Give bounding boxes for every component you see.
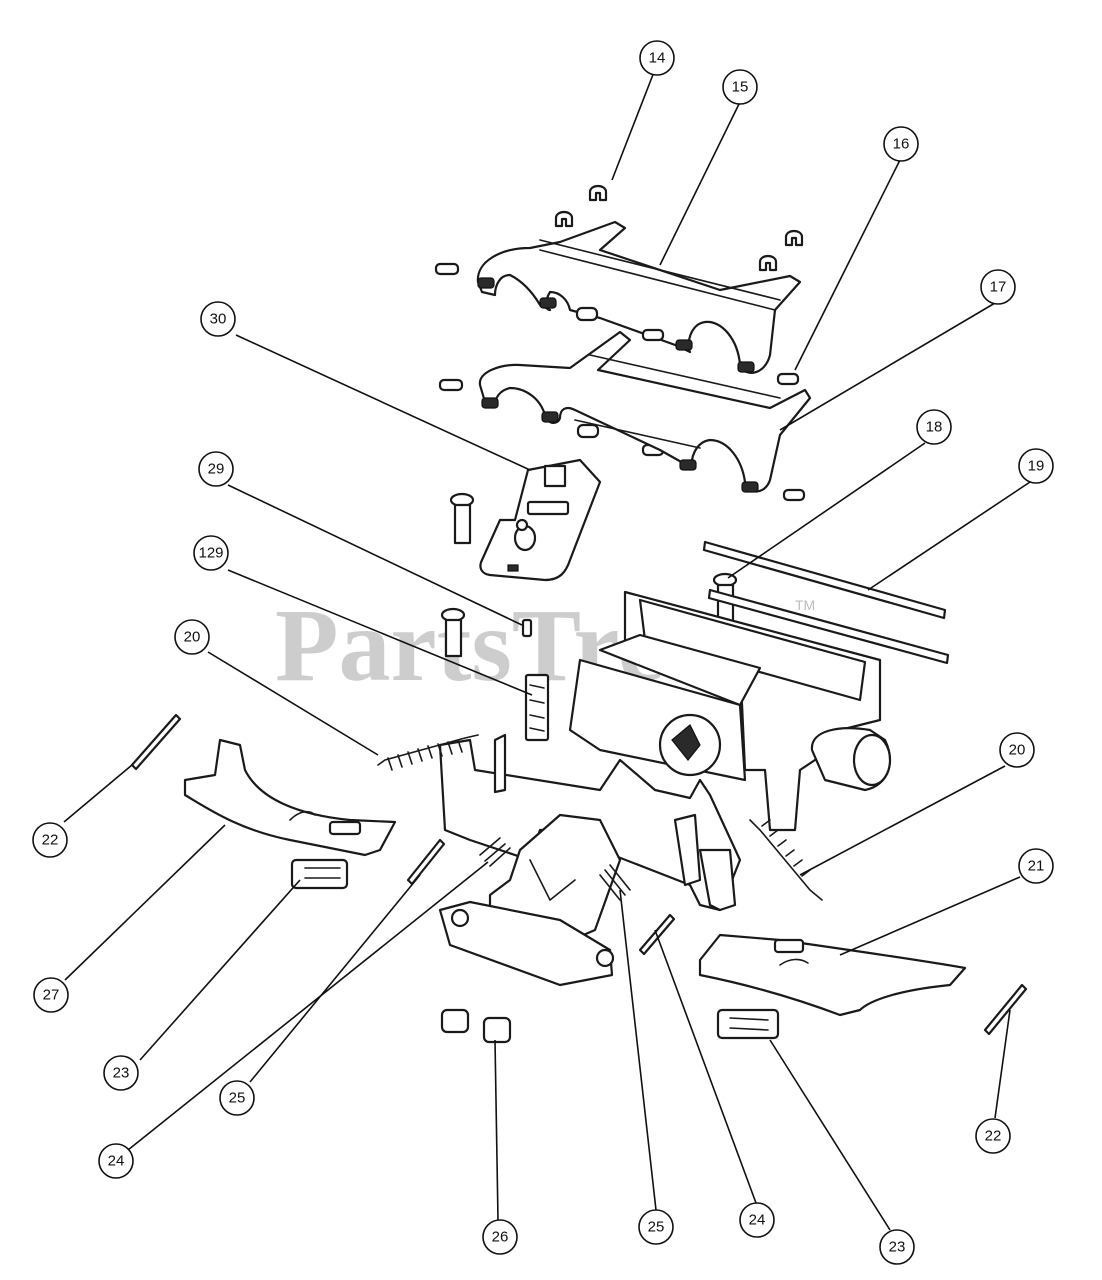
part-29 — [521, 618, 533, 638]
part-17-lower-yoke — [478, 330, 812, 493]
part-21-right-pedal — [698, 933, 967, 1040]
callout-129: 129 — [193, 535, 229, 571]
svg-text:26: 26 — [492, 1229, 509, 1246]
center-block — [438, 813, 622, 987]
springs-vertical — [440, 492, 738, 658]
callout-19: 19 — [1018, 448, 1054, 484]
svg-text:25: 25 — [648, 1219, 665, 1236]
svg-text:23: 23 — [113, 1065, 130, 1082]
part-14-clips — [554, 184, 804, 272]
svg-text:23: 23 — [889, 1239, 906, 1256]
svg-text:30: 30 — [210, 311, 227, 328]
callout-25-left: 25 — [219, 1080, 255, 1116]
part-15-upper-yoke — [476, 220, 802, 374]
callout-27: 27 — [33, 977, 69, 1013]
part-19-shafts — [702, 540, 950, 665]
callout-16: 16 — [883, 126, 919, 162]
part-30-cover-plate — [479, 458, 602, 582]
svg-text:19: 19 — [1028, 458, 1045, 475]
callout-23-left: 23 — [103, 1055, 139, 1091]
svg-text:24: 24 — [749, 1212, 766, 1229]
callout-29: 29 — [198, 451, 234, 487]
callout-22-left: 22 — [32, 822, 68, 858]
small-pins — [434, 262, 806, 502]
svg-text:20: 20 — [184, 629, 201, 646]
svg-text:15: 15 — [732, 79, 749, 96]
svg-text:18: 18 — [926, 419, 943, 436]
callout-24-left: 24 — [98, 1143, 134, 1179]
svg-text:27: 27 — [43, 987, 60, 1004]
callout-26: 26 — [482, 1219, 518, 1255]
svg-text:20: 20 — [1009, 742, 1026, 759]
svg-text:16: 16 — [893, 136, 910, 153]
callout-25-right: 25 — [638, 1209, 674, 1245]
svg-text:22: 22 — [42, 832, 59, 849]
callout-14: 14 — [639, 40, 675, 76]
callout-30: 30 — [200, 301, 236, 337]
watermark-trademark: TM — [795, 597, 815, 613]
callout-18: 18 — [916, 409, 952, 445]
svg-text:24: 24 — [108, 1153, 125, 1170]
svg-text:129: 129 — [198, 545, 223, 562]
part-129-strip — [524, 673, 550, 742]
callout-21: 21 — [1018, 848, 1054, 884]
part-27-left-pedal — [183, 738, 397, 890]
callout-20-right: 20 — [999, 732, 1035, 768]
callout-20-left: 20 — [174, 619, 210, 655]
svg-text:29: 29 — [208, 461, 225, 478]
svg-text:14: 14 — [649, 50, 666, 67]
part-20-springs — [377, 734, 823, 901]
leader-lines — [63, 71, 1031, 1231]
part-22-rods — [130, 713, 1028, 1036]
svg-text:22: 22 — [985, 1128, 1002, 1145]
callout-15: 15 — [722, 69, 758, 105]
svg-text:17: 17 — [990, 279, 1007, 296]
callout-24-right: 24 — [739, 1202, 775, 1238]
main-housing — [568, 590, 892, 832]
callout-23-right: 23 — [879, 1229, 915, 1265]
svg-text:21: 21 — [1028, 858, 1045, 875]
part-26-fasteners — [440, 1008, 512, 1044]
callout-17: 17 — [980, 269, 1016, 305]
callout-22-right: 22 — [975, 1118, 1011, 1154]
svg-text:25: 25 — [229, 1090, 246, 1107]
